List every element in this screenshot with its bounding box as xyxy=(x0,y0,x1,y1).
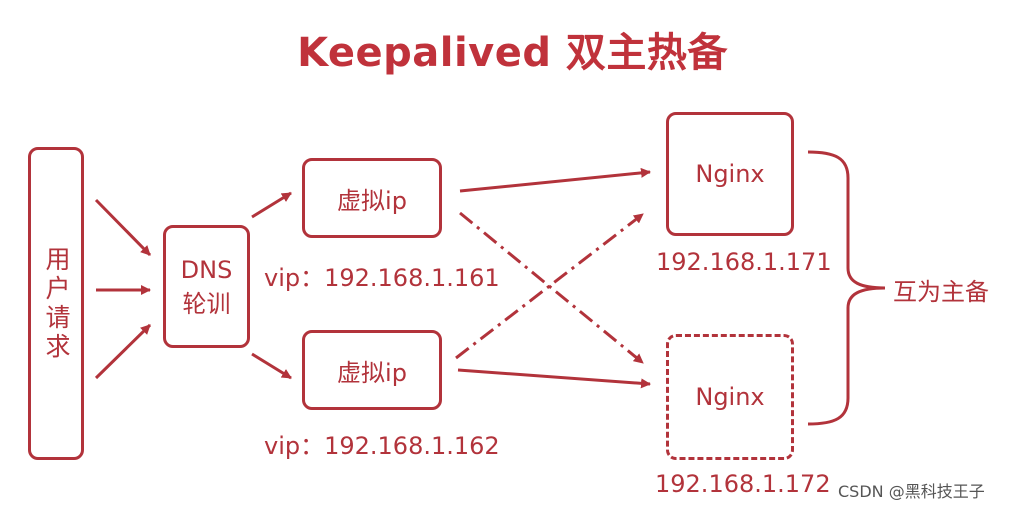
csdn-watermark: CSDN @黑科技王子 xyxy=(838,482,985,501)
dns-label-line1: DNS xyxy=(180,255,233,284)
dns-round-robin-box: DNS 轮训 xyxy=(163,225,250,348)
user-request-box: 用户请求 xyxy=(28,147,84,460)
arrow-user-dns-top xyxy=(94,198,152,257)
nginx-ip-label-2: 192.168.1.172 xyxy=(655,470,831,498)
mutual-backup-label: 互为主备 xyxy=(893,278,989,306)
nginx-ip-label-1: 192.168.1.171 xyxy=(656,248,832,276)
arrow-vip1-nginx2-backup xyxy=(459,211,644,365)
user-request-label: 用户请求 xyxy=(42,245,71,362)
nginx-server-box-2: Nginx xyxy=(666,334,794,460)
nginx-label-1: Nginx xyxy=(695,160,765,188)
nginx-label-2: Nginx xyxy=(695,383,765,411)
arrow-dns-vip1 xyxy=(251,191,292,219)
vip-address-label-2: vip：192.168.1.162 xyxy=(264,432,500,460)
virtual-ip-label-1: 虚拟ip xyxy=(337,186,407,215)
nginx-server-box-1: Nginx xyxy=(666,112,794,236)
virtual-ip-box-1: 虚拟ip xyxy=(302,158,442,238)
arrow-dns-vip2 xyxy=(251,352,292,380)
arrow-user-dns-bottom xyxy=(94,323,152,380)
mutual-backup-brace xyxy=(807,150,886,426)
virtual-ip-label-2: 虚拟ip xyxy=(337,358,407,387)
vip-address-label-1: vip：192.168.1.161 xyxy=(264,264,500,292)
arrow-vip1-nginx1 xyxy=(459,167,651,193)
dns-label-line2: 轮训 xyxy=(182,289,231,318)
arrow-vip2-nginx2 xyxy=(457,368,651,389)
arrow-vip2-nginx1-backup xyxy=(455,212,644,360)
virtual-ip-box-2: 虚拟ip xyxy=(302,330,442,410)
diagram-title: Keepalived 双主热备 xyxy=(297,30,728,76)
